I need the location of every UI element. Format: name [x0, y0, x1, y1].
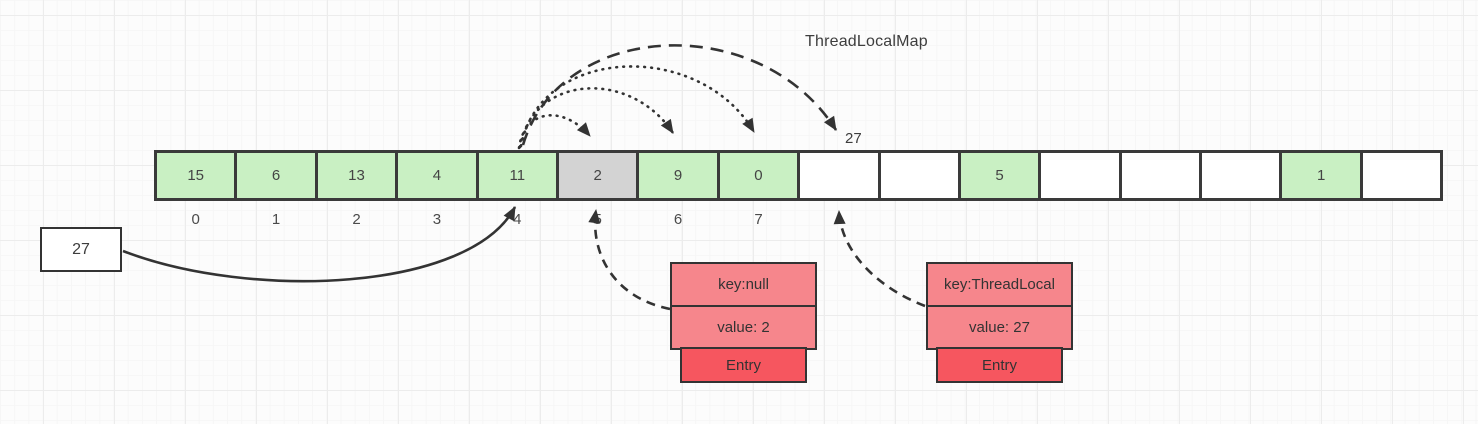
array-cell-6: 9	[639, 153, 717, 198]
array-cell-4: 11	[478, 153, 556, 198]
probe-arc-slot5	[517, 114, 592, 150]
entry-footer-label: Entry	[680, 347, 807, 383]
probe-arc-slot7	[519, 65, 756, 148]
array-cell-10: 5	[960, 153, 1039, 198]
probe-arc-slot8	[521, 44, 838, 146]
array-cell-9	[880, 153, 958, 198]
array-cell-14: 1	[1282, 153, 1360, 198]
index-label-5: 5	[593, 211, 602, 228]
array-cell-2: 13	[317, 153, 396, 198]
value-source-label: 27	[72, 240, 90, 258]
index-label-7: 7	[754, 211, 763, 228]
array-cell-15	[1362, 153, 1441, 198]
probe-arc-slot6	[518, 87, 675, 149]
entry-box-live: key:ThreadLocal value: 27 Entry	[926, 262, 1073, 383]
array-cell-0: 15	[157, 153, 235, 198]
array-cell-7: 0	[719, 153, 798, 198]
array-cell-3: 4	[398, 153, 476, 198]
stale-entry-arrow	[588, 209, 671, 311]
index-label-2: 2	[352, 211, 361, 228]
diagram-title: ThreadLocalMap	[805, 33, 928, 50]
array-cell-12	[1121, 153, 1200, 198]
live-entry-arrow	[833, 210, 926, 308]
entry-value-row: value: 2	[670, 304, 817, 350]
index-label-3: 3	[432, 211, 442, 228]
index-label-1: 1	[271, 211, 281, 228]
source-arrow	[122, 206, 517, 283]
probe-target-label: 27	[845, 130, 862, 147]
array-cell-8	[800, 153, 878, 198]
index-label-6: 6	[673, 211, 683, 228]
entry-key-row: key:null	[670, 262, 817, 307]
value-source-box: 27	[40, 227, 122, 272]
entry-box-stale: key:null value: 2 Entry	[670, 262, 817, 383]
array-cell-5: 2	[558, 153, 637, 198]
index-label-4: 4	[513, 211, 522, 228]
array-cell-1: 6	[237, 153, 315, 198]
entry-key-row: key:ThreadLocal	[926, 262, 1073, 307]
index-label-0: 0	[191, 211, 200, 228]
entry-value-row: value: 27	[926, 304, 1073, 350]
array-cell-11	[1041, 153, 1119, 198]
array-cell-13	[1202, 153, 1280, 198]
entry-footer-label: Entry	[936, 347, 1063, 383]
